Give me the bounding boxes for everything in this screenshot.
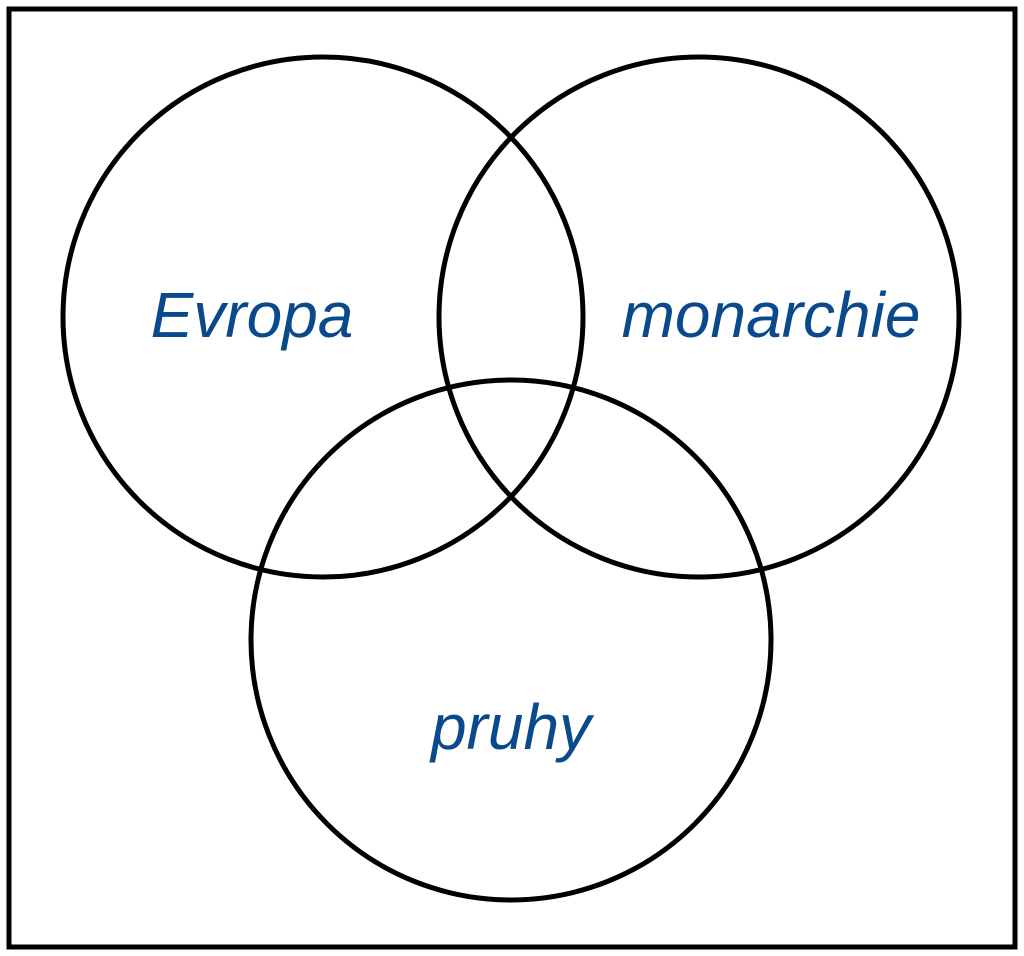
set-circle-monarchie: [436, 54, 962, 580]
set-label-evropa: Evropa: [151, 279, 354, 351]
set-circle-pruhy: [248, 377, 774, 903]
set-label-monarchie: monarchie: [622, 279, 921, 351]
set-circle-evropa: [60, 54, 586, 580]
set-label-pruhy: pruhy: [429, 691, 595, 763]
frame-border: [6, 6, 1018, 950]
